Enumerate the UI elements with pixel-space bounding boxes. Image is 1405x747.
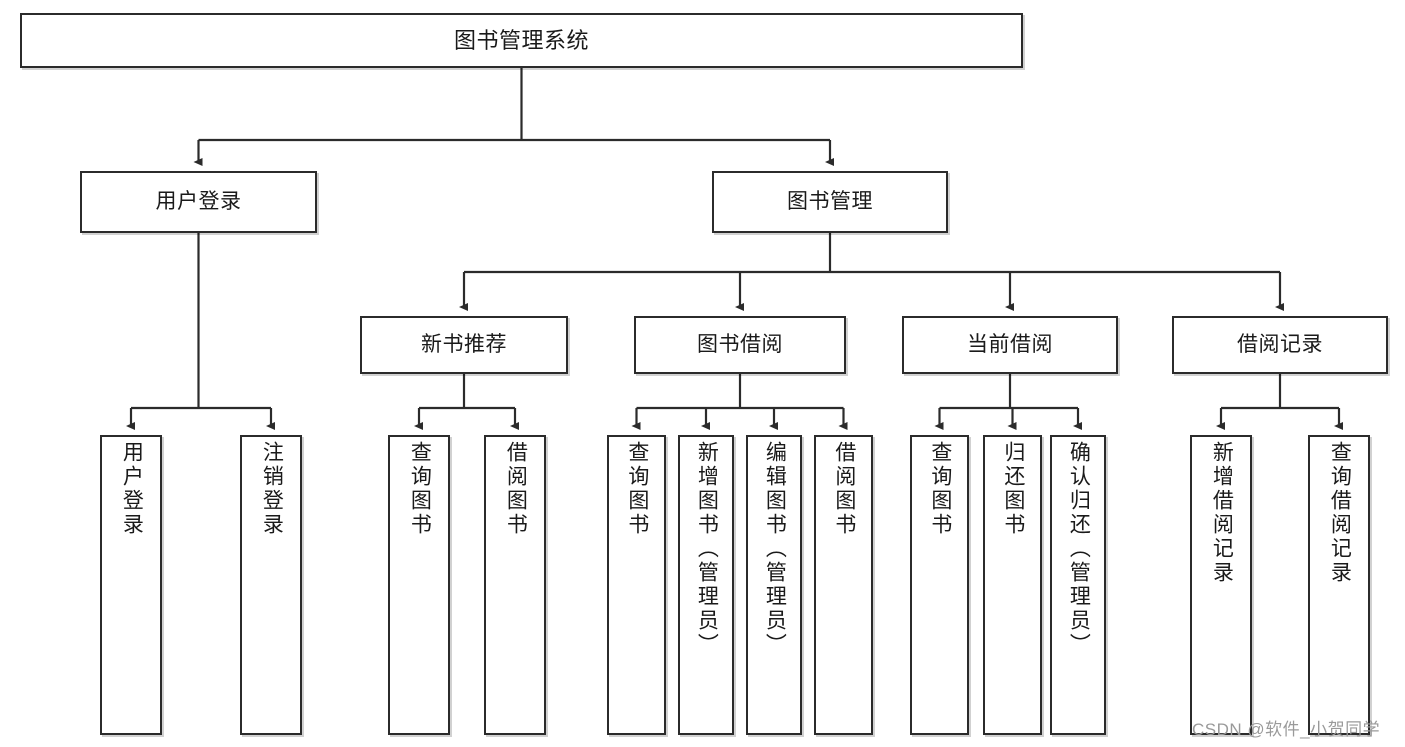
node-label: 新增借阅记录 [1210, 441, 1234, 585]
node-label: 确认归还（管理员） [1067, 441, 1091, 657]
leaf-node[interactable]: 确认归还（管理员） [1050, 435, 1106, 735]
node-label: 查询图书 [408, 441, 432, 537]
leaf-node[interactable]: 用户登录 [100, 435, 162, 735]
leaf-node[interactable]: 借阅图书 [814, 435, 873, 735]
node-label: 当前借阅 [967, 332, 1053, 356]
node-label: 注销登录 [260, 441, 284, 537]
leaf-node[interactable]: 新增图书（管理员） [678, 435, 734, 735]
node-label: 归还图书 [1001, 441, 1025, 537]
level3-node[interactable]: 借阅记录 [1172, 316, 1388, 374]
node-label: 图书管理系统 [453, 27, 589, 53]
leaf-node[interactable]: 新增借阅记录 [1190, 435, 1252, 735]
leaf-node[interactable]: 查询图书 [607, 435, 666, 735]
node-label: 图书管理 [787, 189, 873, 213]
leaf-node[interactable]: 查询借阅记录 [1308, 435, 1370, 735]
level2-node[interactable]: 用户登录 [80, 171, 317, 233]
level2-node[interactable]: 图书管理 [712, 171, 948, 233]
node-label: 编辑图书（管理员） [763, 441, 787, 657]
level3-node[interactable]: 新书推荐 [360, 316, 568, 374]
node-label: 用户登录 [155, 189, 242, 213]
node-label: 查询借阅记录 [1328, 441, 1352, 585]
node-label: 借阅图书 [832, 441, 856, 537]
node-label: 新书推荐 [421, 332, 507, 356]
level3-node[interactable]: 图书借阅 [634, 316, 846, 374]
csdn-watermark: CSDN @软件_小贺同学 [1192, 720, 1381, 739]
leaf-node[interactable]: 查询图书 [388, 435, 450, 735]
node-label: 借阅记录 [1237, 332, 1323, 356]
leaf-node[interactable]: 编辑图书（管理员） [746, 435, 802, 735]
node-label: 借阅图书 [504, 441, 528, 537]
node-label: 用户登录 [120, 441, 144, 537]
leaf-node[interactable]: 查询图书 [910, 435, 969, 735]
node-label: 查询图书 [625, 441, 649, 537]
node-label: 新增图书（管理员） [695, 441, 719, 657]
node-label: 图书借阅 [697, 332, 783, 356]
level3-node[interactable]: 当前借阅 [902, 316, 1118, 374]
leaf-node[interactable]: 注销登录 [240, 435, 302, 735]
leaf-node[interactable]: 归还图书 [983, 435, 1042, 735]
node-label: 查询图书 [928, 441, 952, 537]
leaf-node[interactable]: 借阅图书 [484, 435, 546, 735]
root-node[interactable]: 图书管理系统 [20, 13, 1023, 68]
